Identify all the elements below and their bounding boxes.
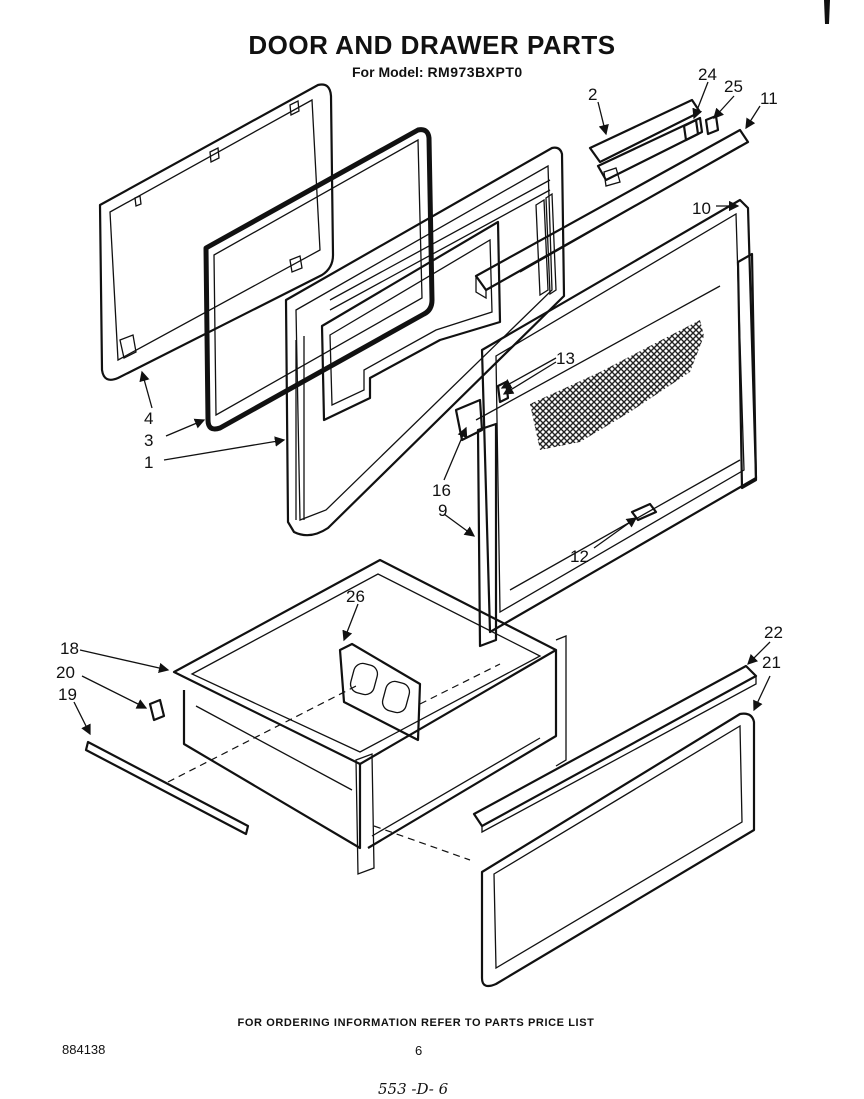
callout-2: 2 — [588, 85, 597, 104]
callout-leaders — [73, 81, 771, 736]
outer-door-frame — [475, 252, 758, 648]
drawer-partition-bracket — [338, 642, 422, 742]
drawer-front-trim — [472, 664, 758, 834]
callout-3: 3 — [144, 431, 153, 450]
document-number: 884138 — [62, 1042, 106, 1057]
callout-20: 20 — [56, 663, 75, 682]
callout-22: 22 — [764, 623, 783, 642]
callout-24: 24 — [698, 65, 717, 84]
model-prefix: For Model: — [352, 64, 424, 80]
page-number: 6 — [415, 1043, 423, 1058]
callout-13: 13 — [556, 349, 575, 368]
callout-4: 4 — [144, 409, 153, 428]
ordering-note: FOR ORDERING INFORMATION REFER TO PARTS … — [237, 1017, 595, 1029]
drawer-front-panel — [480, 712, 756, 988]
door-glass-panel — [480, 198, 758, 634]
page-title: DOOR AND DRAWER PARTS — [248, 30, 616, 60]
inner-door-panel — [284, 146, 566, 537]
callout-11: 11 — [760, 89, 778, 108]
scan-edge-mark — [824, 0, 830, 24]
door-hinge-bracket — [588, 98, 704, 187]
callout-19: 19 — [58, 685, 77, 704]
callout-9: 9 — [438, 501, 447, 520]
callout-25: 25 — [724, 77, 743, 96]
handwritten-note: 553 -D- 6 — [378, 1080, 449, 1098]
callout-26: 26 — [346, 587, 365, 606]
drawer-slide-clip — [148, 698, 166, 722]
callout-21: 21 — [762, 653, 781, 672]
callout-18: 18 — [60, 639, 79, 658]
door-gasket — [203, 127, 435, 432]
callout-1: 1 — [144, 453, 153, 472]
callout-16: 16 — [432, 481, 451, 500]
drawer-glide-rod — [84, 740, 250, 836]
door-screw-clip — [704, 114, 720, 136]
drawer-body — [172, 558, 567, 875]
door-top-clip — [682, 118, 700, 142]
callout-10: 10 — [692, 199, 711, 218]
callout-12: 12 — [570, 547, 589, 566]
door-top-trim-rail — [474, 128, 750, 300]
model-line: For Model: RM973BXPT0 — [352, 64, 523, 80]
model-number: RM973BXPT0 — [427, 64, 523, 80]
door-liner-panel — [98, 83, 335, 381]
